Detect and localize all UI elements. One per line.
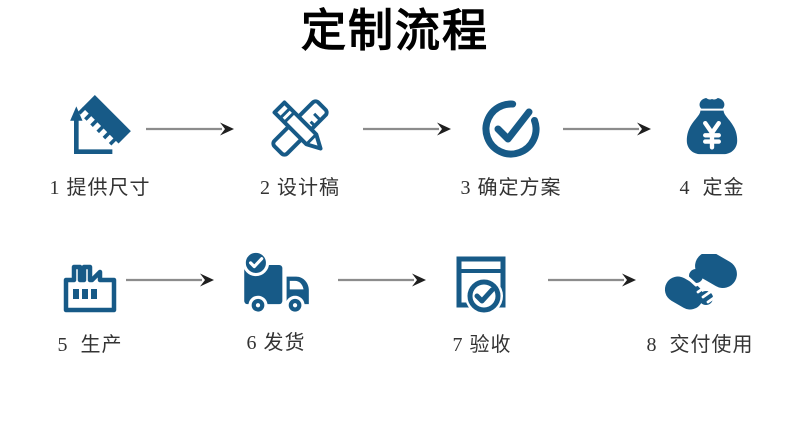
flow-arrow-1 xyxy=(146,122,234,136)
step-5: 5 生产 xyxy=(15,250,165,357)
step-2: 2 设计稿 xyxy=(225,93,375,200)
step-6: 6 发货 xyxy=(201,248,351,355)
step-3: 3 确定方案 xyxy=(436,93,586,200)
flow-arrow-3 xyxy=(563,122,651,136)
ruler-icon xyxy=(25,93,175,163)
factory-icon xyxy=(15,250,165,320)
step-1-label: 1 提供尺寸 xyxy=(49,177,151,199)
money-bag-yuan-icon xyxy=(637,93,787,163)
arrow-head xyxy=(437,122,451,136)
step-3-label: 3 确定方案 xyxy=(460,177,562,199)
flow-arrow-4 xyxy=(126,273,214,287)
step-8-label: 8 交付使用 xyxy=(646,334,754,356)
step-1: 1 提供尺寸 xyxy=(25,93,175,200)
arrow-head xyxy=(622,273,636,287)
inspection-check-icon xyxy=(407,250,557,320)
design-draft-icon xyxy=(225,93,375,163)
arrow-head xyxy=(220,122,234,136)
arrow-head xyxy=(412,273,426,287)
page-title: 定制流程 xyxy=(300,6,489,56)
step-8: 8 交付使用 xyxy=(625,250,775,357)
flow-arrow-5 xyxy=(338,273,426,287)
step-4: 4 定金 xyxy=(637,93,787,200)
handshake-icon xyxy=(625,250,775,320)
step-4-label: 4 定金 xyxy=(679,177,745,199)
step-7: 7 验收 xyxy=(407,250,557,357)
flow-arrow-2 xyxy=(363,122,451,136)
arrow-head xyxy=(637,122,651,136)
delivery-truck-icon xyxy=(201,248,351,318)
step-2-label: 2 设计稿 xyxy=(260,177,340,199)
confirm-check-icon xyxy=(436,93,586,163)
step-6-label: 6 发货 xyxy=(246,332,306,354)
step-5-label: 5 生产 xyxy=(57,334,123,356)
flow-arrow-6 xyxy=(548,273,636,287)
step-7-label: 7 验收 xyxy=(452,334,512,356)
arrow-head xyxy=(200,273,214,287)
